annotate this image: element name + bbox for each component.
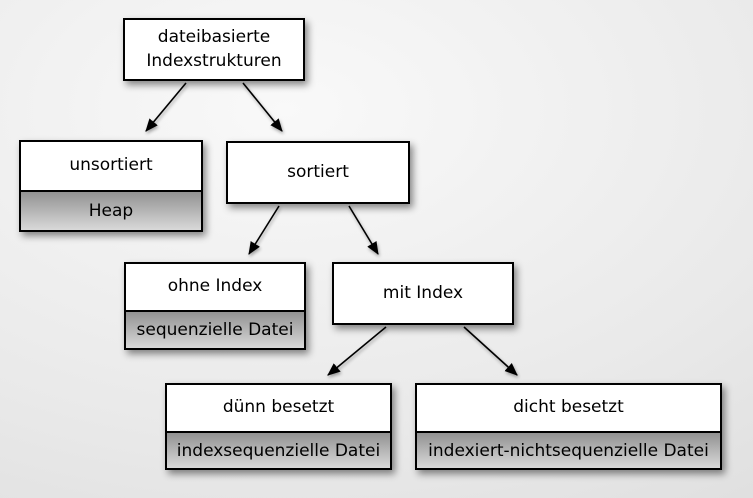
edge-root-sortiert bbox=[242, 82, 283, 132]
node-unsortiert-sublabel: Heap bbox=[21, 190, 201, 230]
node-root: dateibasierte Indexstrukturen bbox=[123, 18, 305, 81]
node-unsortiert-label: unsortiert bbox=[69, 155, 153, 176]
node-sortiert: sortiert bbox=[226, 141, 410, 204]
node-dicht-besetzt-label: dicht besetzt bbox=[513, 397, 624, 418]
node-sortiert-label: sortiert bbox=[287, 161, 349, 182]
node-dicht-besetzt: dicht besetzt indexiert-nichtsequenziell… bbox=[415, 383, 722, 470]
edge-sortiert-mit bbox=[348, 205, 379, 255]
edge-mit-dicht bbox=[463, 326, 518, 376]
node-duenn-besetzt: dünn besetzt indexsequenzielle Datei bbox=[165, 383, 392, 470]
edge-root-unsortiert bbox=[145, 82, 187, 132]
node-ohne-index-label: ohne Index bbox=[167, 276, 263, 297]
node-ohne-index: ohne Index sequenzielle Datei bbox=[124, 262, 306, 350]
node-root-label: dateibasierte Indexstrukturen bbox=[146, 26, 282, 71]
edge-mit-duenn bbox=[327, 326, 387, 376]
node-mit-index-label: mit Index bbox=[382, 282, 464, 303]
node-ohne-index-sublabel: sequenzielle Datei bbox=[126, 310, 304, 348]
node-mit-index: mit Index bbox=[332, 262, 514, 325]
node-duenn-besetzt-label: dünn besetzt bbox=[222, 397, 335, 418]
node-duenn-besetzt-sublabel: indexsequenzielle Datei bbox=[167, 431, 390, 468]
node-dicht-besetzt-sublabel: indexiert-nichtsequenzielle Datei bbox=[417, 431, 720, 468]
node-unsortiert: unsortiert Heap bbox=[19, 140, 203, 232]
edge-sortiert-ohne bbox=[248, 205, 280, 255]
